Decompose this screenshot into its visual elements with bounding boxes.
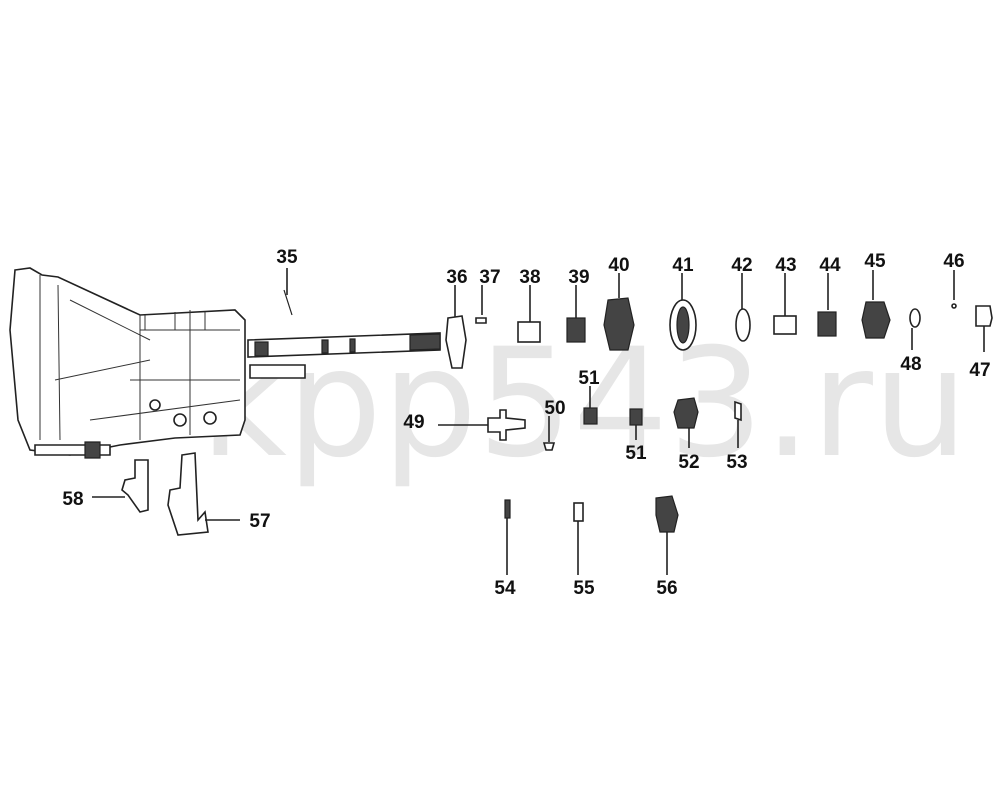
part-57 — [167, 452, 209, 536]
callout-42: 42 — [731, 255, 752, 276]
callout-51: 51 — [578, 368, 600, 389]
part-52 — [673, 397, 699, 429]
part-42 — [735, 308, 751, 342]
part-44 — [817, 311, 837, 337]
part-51a — [583, 407, 598, 425]
callout-43: 43 — [775, 255, 796, 276]
callout-41: 41 — [672, 255, 694, 276]
callout-39: 39 — [568, 267, 589, 288]
part-35 — [283, 289, 293, 316]
callout-50: 50 — [544, 398, 565, 419]
part-43 — [773, 315, 797, 335]
part-46 — [951, 303, 957, 309]
callout-44: 44 — [819, 255, 841, 276]
part-45 — [861, 301, 891, 339]
part-50 — [542, 442, 556, 451]
part-39 — [566, 317, 586, 343]
callout-35: 35 — [276, 247, 298, 268]
callout-36: 36 — [446, 267, 467, 288]
part-47 — [975, 305, 993, 327]
part-55 — [573, 502, 584, 522]
callout-51: 51 — [625, 443, 647, 464]
callout-38: 38 — [519, 267, 540, 288]
main-shaft — [247, 332, 441, 358]
transmission-housing — [9, 267, 306, 459]
callout-46: 46 — [943, 251, 964, 272]
callout-40: 40 — [608, 255, 629, 276]
part-53 — [734, 400, 742, 422]
callout-47: 47 — [969, 360, 990, 381]
part-38 — [517, 321, 541, 343]
part-36 — [445, 315, 467, 369]
callout-55: 55 — [573, 578, 595, 599]
part-51b — [629, 408, 643, 426]
part-48 — [909, 308, 921, 328]
callout-57: 57 — [249, 511, 270, 532]
callout-49: 49 — [403, 412, 424, 433]
part-58 — [121, 459, 149, 513]
part-56 — [655, 495, 679, 533]
callout-53: 53 — [726, 452, 747, 473]
part-40 — [603, 297, 635, 351]
part-37 — [475, 317, 487, 324]
callout-37: 37 — [479, 267, 500, 288]
callout-54: 54 — [494, 578, 516, 599]
callout-58: 58 — [62, 489, 83, 510]
callout-48: 48 — [900, 354, 921, 375]
callout-56: 56 — [656, 578, 677, 599]
part-54 — [504, 499, 511, 519]
callout-52: 52 — [678, 452, 699, 473]
callout-45: 45 — [864, 251, 886, 272]
part-49 — [487, 409, 526, 441]
